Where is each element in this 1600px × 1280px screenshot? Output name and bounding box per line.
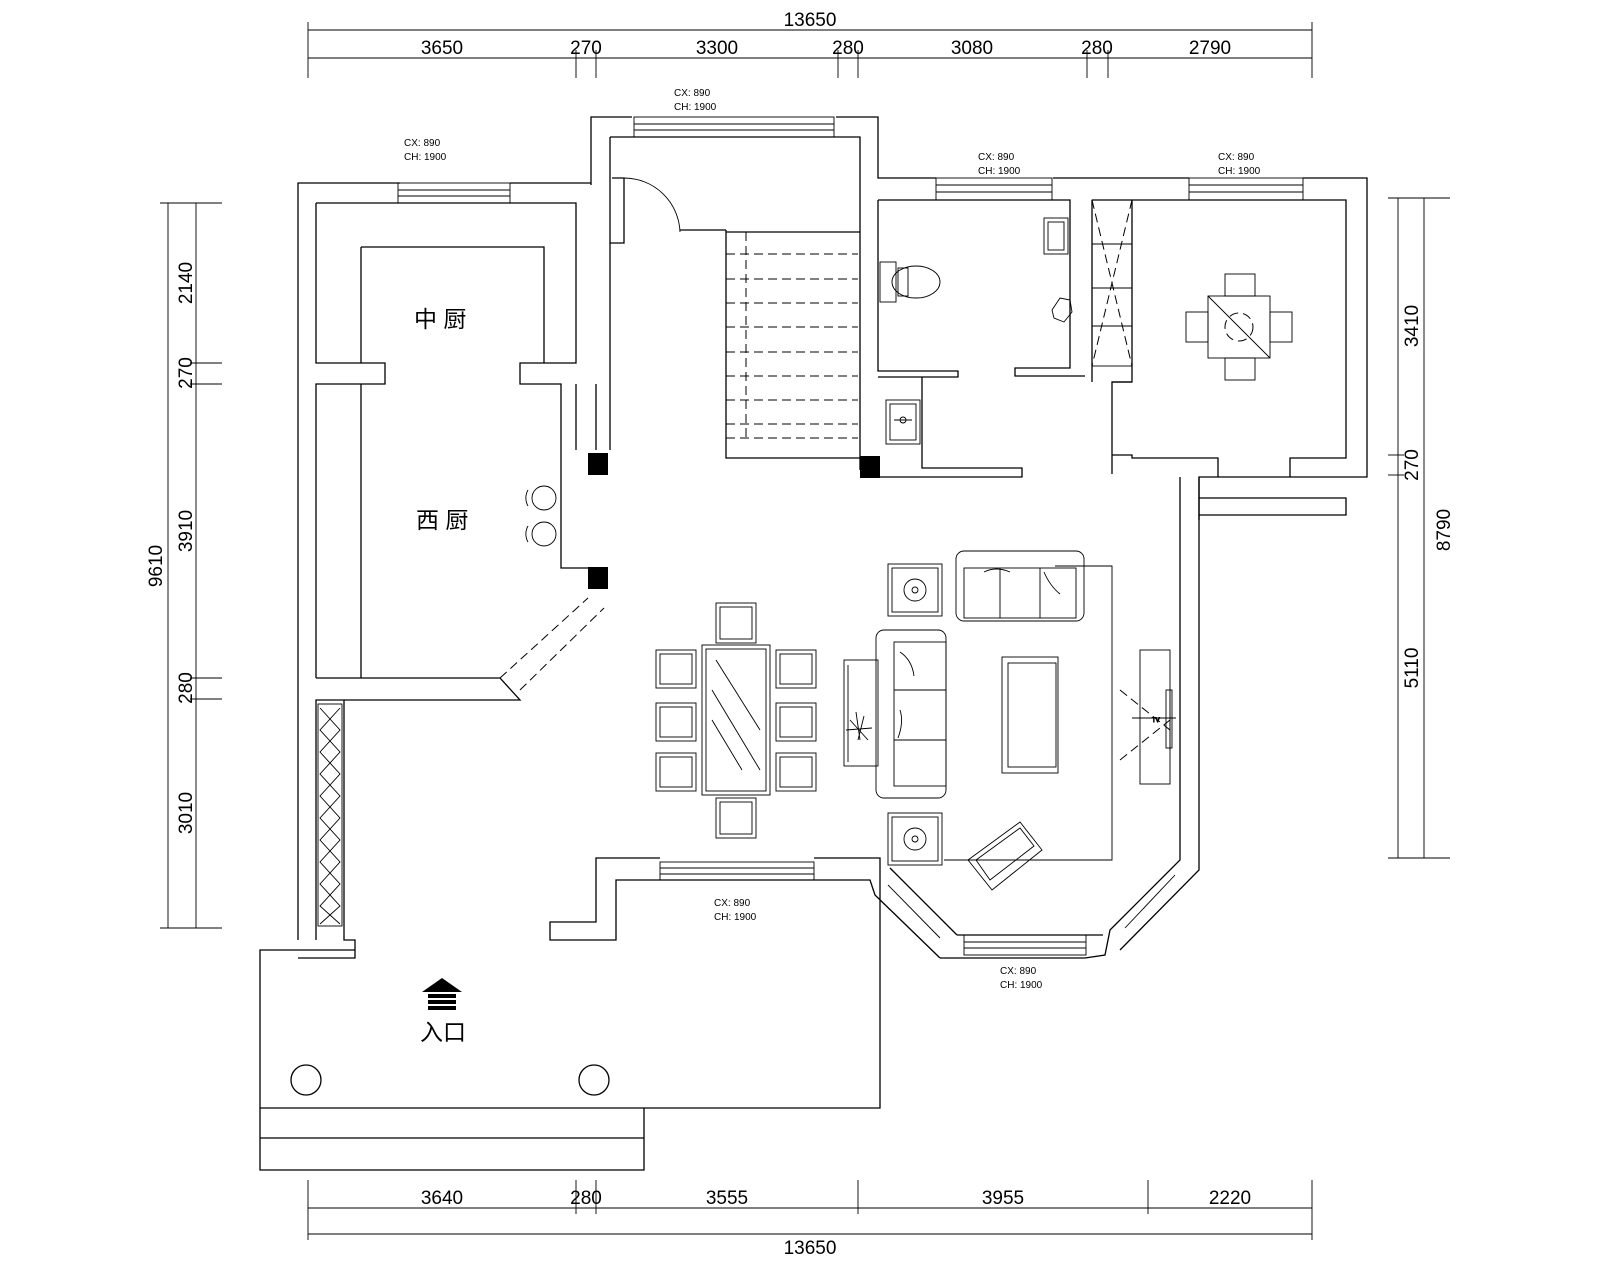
- top-dim-6: 280: [1081, 38, 1113, 59]
- top-dimension-line: 13650 3650 270 3300 280 3080 280 2790: [307, 10, 1313, 78]
- left-dim-3: 3910: [176, 510, 197, 552]
- left-dim-2: 270: [176, 357, 197, 389]
- bottom-dim-1: 3640: [421, 1188, 463, 1209]
- staircase: [726, 232, 858, 439]
- left-dim-4: 280: [176, 672, 197, 704]
- bottom-dim-2: 280: [570, 1188, 602, 1209]
- right-dim-1: 3410: [1402, 305, 1423, 347]
- room-label-middle-kitchen: 中 厨: [414, 306, 466, 332]
- tv-label: TV: [1152, 718, 1160, 724]
- three-seat-sofa: [955, 550, 1085, 622]
- top-dim-4: 280: [832, 38, 864, 59]
- right-dim-2: 270: [1402, 449, 1423, 481]
- right-dim-3: 5110: [1402, 648, 1423, 689]
- room-label-western-kitchen: 西 厨: [416, 507, 468, 533]
- windows: [397, 116, 1304, 956]
- window-note-ch-4: CH: 1900: [1218, 166, 1261, 177]
- left-dimension-line: 9610 2140 270 3910 280 3010: [146, 202, 222, 929]
- top-dim-1: 3650: [421, 38, 463, 59]
- walls: [259, 116, 1368, 1171]
- pillar-icon: [290, 1064, 322, 1096]
- coffee-table: [1001, 656, 1059, 774]
- top-dim-3: 3300: [696, 38, 738, 59]
- columns: [588, 453, 880, 589]
- window-note-ch-3: CH: 1900: [978, 166, 1021, 177]
- square-table: [1207, 295, 1271, 359]
- window-note-ch-1: CH: 1900: [674, 102, 717, 113]
- storage-cabinet: [317, 703, 343, 927]
- dining-table: [701, 644, 771, 796]
- window-note-ch-2: CH: 1900: [404, 152, 447, 163]
- window-note-cx-6: CX: 890: [1000, 966, 1037, 977]
- toilet-icon: [879, 261, 941, 303]
- closet-cabinet: [1091, 199, 1133, 367]
- bottom-dimension-line: 3640 280 3555 3955 2220 13650: [307, 1180, 1313, 1259]
- end-table-icon: [887, 563, 943, 866]
- bottom-total-dim: 13650: [784, 1238, 837, 1259]
- tv-cabinet: TV: [1119, 649, 1176, 785]
- window-note-ch-6: CH: 1900: [1000, 980, 1043, 991]
- bottom-dim-5: 2220: [1209, 1188, 1251, 1209]
- left-dim-5: 3010: [176, 792, 197, 834]
- bottom-dim-4: 3955: [982, 1188, 1024, 1209]
- bar-stool-icon: [525, 485, 557, 547]
- top-dim-5: 3080: [951, 38, 993, 59]
- window-note-cx-5: CX: 890: [714, 898, 751, 909]
- top-dim-2: 270: [570, 38, 602, 59]
- window-note-cx-3: CX: 890: [978, 152, 1015, 163]
- top-total-dim: 13650: [784, 10, 837, 31]
- plant-stand-icon: [843, 659, 879, 767]
- left-dim-1: 2140: [176, 262, 197, 304]
- washbasin-icon: [885, 217, 1073, 445]
- living-area-outline: [944, 565, 1113, 861]
- window-note-ch-5: CH: 1900: [714, 912, 757, 923]
- pillar-icon: [578, 1064, 610, 1096]
- entrance-arrow-icon: [422, 978, 462, 1010]
- sofa-side: [875, 629, 947, 799]
- armchair-icon: [967, 821, 1043, 891]
- right-total-dim: 8790: [1434, 509, 1455, 551]
- doors: [499, 177, 681, 691]
- chair-icon: [1185, 273, 1293, 381]
- top-dim-7: 2790: [1189, 38, 1231, 59]
- dining-chair-icon: [655, 602, 817, 839]
- right-dimension-line: 3410 270 5110 8790: [1388, 197, 1455, 859]
- window-note-cx-1: CX: 890: [674, 88, 711, 99]
- window-note-cx-2: CX: 890: [404, 138, 441, 149]
- window-note-cx-4: CX: 890: [1218, 152, 1255, 163]
- bottom-dim-3: 3555: [706, 1188, 748, 1209]
- left-total-dim: 9610: [146, 545, 167, 587]
- room-label-entrance: 入口: [420, 1019, 466, 1045]
- window-notes: CX: 890 CH: 1900 CX: 890 CH: 1900 CX: 89…: [404, 88, 1261, 991]
